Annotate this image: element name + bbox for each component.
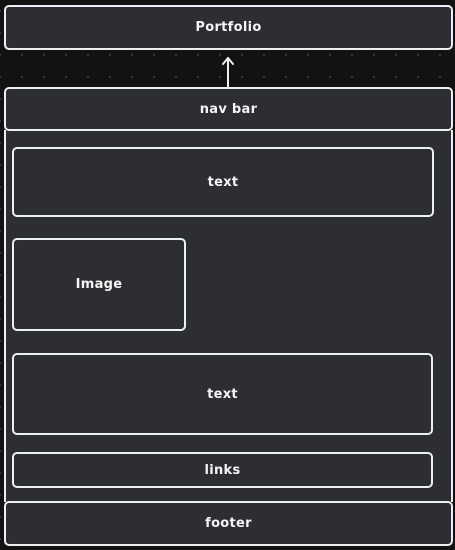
text-bottom-label: text [207,386,238,402]
nav-bar-label: nav bar [199,101,258,117]
footer-label: footer [205,516,252,531]
image-box: Image [12,238,186,331]
arrow-up-connector [222,57,234,88]
portfolio-label: Portfolio [195,20,262,35]
links-box: links [12,452,433,488]
text-box-top: text [12,147,434,217]
nav-bar-box: nav bar [4,87,453,131]
links-label: links [204,462,241,478]
portfolio-box: Portfolio [4,5,453,50]
text-box-bottom: text [12,353,433,435]
text-top-label: text [207,174,239,190]
image-label: Image [75,277,123,292]
footer-box: footer [4,501,453,546]
